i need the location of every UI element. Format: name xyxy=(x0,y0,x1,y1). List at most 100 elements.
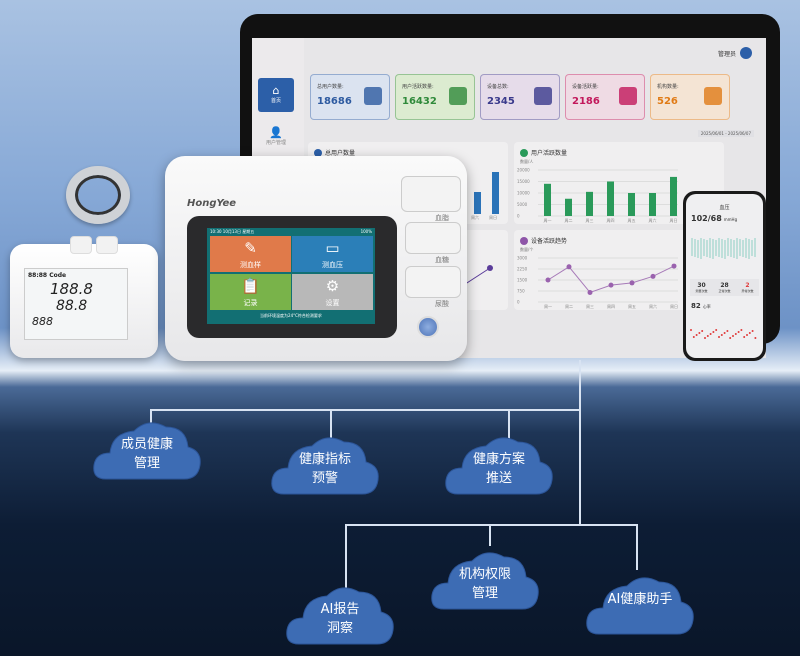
chart-mark xyxy=(732,335,734,337)
chart-mark xyxy=(715,329,718,331)
chart-mark xyxy=(743,336,746,338)
x-tick-label: 周三 xyxy=(586,303,594,309)
y-tick-label: 5000 xyxy=(517,202,528,207)
connector-line xyxy=(150,409,152,433)
x-tick-label: 周日 xyxy=(489,215,497,220)
active-users-bar-chart: 20000150001000050000周一周二周三周四周五周六周日 xyxy=(517,168,678,223)
feature-cloud: AI报告洞察 xyxy=(283,580,397,650)
bar xyxy=(670,176,677,216)
chart-mark xyxy=(718,336,720,338)
bar xyxy=(565,198,572,216)
power-button[interactable] xyxy=(417,316,439,338)
y-tick-label: 3000 xyxy=(517,256,528,261)
device-active-line-chart: 3000225015007500周一周二周三周四周五周六周日 xyxy=(517,256,678,309)
chart-mark xyxy=(737,331,740,333)
data-point xyxy=(566,264,572,270)
stat-card[interactable]: 总用户数量:18686 xyxy=(310,74,390,120)
bar xyxy=(474,192,481,214)
gear-icon: ⚙ xyxy=(325,277,340,295)
cloud-icon xyxy=(586,577,694,635)
x-tick-label: 周二 xyxy=(565,217,573,223)
chart-mark xyxy=(740,329,743,331)
x-tick-label: 周一 xyxy=(544,217,552,223)
data-point xyxy=(587,289,593,295)
chart-mark xyxy=(734,333,737,335)
y-tick-label: 2250 xyxy=(517,267,528,272)
chart-mark xyxy=(712,331,715,333)
lcd-display: 88:88 Code 188.8 88.8 888 xyxy=(24,268,128,340)
sidebar-item-home[interactable]: ⌂首页 xyxy=(258,78,294,112)
connector-line xyxy=(489,524,491,546)
connector-line xyxy=(508,409,510,439)
bar xyxy=(492,172,499,214)
battery-indicator: 100% xyxy=(360,229,372,234)
feature-cloud: 健康指标预警 xyxy=(268,430,382,500)
cloud-icon xyxy=(445,437,553,495)
admin-menu[interactable]: 管理员 xyxy=(718,47,752,59)
chart-mark xyxy=(709,333,712,335)
feature-cloud: 健康方案推送 xyxy=(442,430,556,500)
bar xyxy=(649,193,656,216)
bar xyxy=(544,183,551,216)
y-tick-label: 0 xyxy=(517,300,520,305)
stat-card[interactable]: 设备总数:2345 xyxy=(480,74,560,120)
sidebar-item-users[interactable]: 👤用户管理 xyxy=(258,120,294,154)
data-point xyxy=(608,282,614,288)
stat-icon xyxy=(704,87,722,105)
date-range-picker[interactable]: 2025/06/01 - 2025/06/07 xyxy=(697,130,754,137)
chart-mark xyxy=(706,335,709,337)
chart-mark xyxy=(690,329,692,331)
chart-mark xyxy=(748,332,751,334)
x-tick-label: 周六 xyxy=(649,303,657,309)
data-point xyxy=(650,273,656,279)
user-icon: 👤 xyxy=(269,126,283,139)
smart-ring xyxy=(66,166,130,224)
users-icon xyxy=(314,148,322,157)
cloud-icon xyxy=(271,437,379,495)
device-icon xyxy=(520,236,528,245)
chart-mark xyxy=(698,332,701,334)
chart-mark xyxy=(754,337,757,339)
cloud-icon xyxy=(431,552,539,610)
x-tick-label: 周二 xyxy=(565,303,573,309)
tile-records[interactable]: 📋记录 xyxy=(210,274,291,310)
stat-icon xyxy=(449,87,467,105)
tile-settings[interactable]: ⚙设置 xyxy=(292,274,373,310)
x-tick-label: 周四 xyxy=(607,217,615,223)
chart-mark xyxy=(729,337,732,339)
slot-blood-glucose[interactable] xyxy=(405,222,461,254)
y-tick-label: 15000 xyxy=(517,179,530,184)
tile-blood-pressure[interactable]: ▭测血压 xyxy=(292,236,373,272)
chart-mark xyxy=(720,334,723,336)
y-tick-label: 1500 xyxy=(517,278,528,283)
y-tick-label: 10000 xyxy=(517,191,530,196)
data-point xyxy=(545,277,551,283)
connector-line xyxy=(579,360,581,526)
home-icon: ⌂ xyxy=(272,84,280,97)
blood-pressure-monitor: 88:88 Code 188.8 88.8 888 xyxy=(10,236,158,358)
stat-icon xyxy=(534,87,552,105)
chart-mark xyxy=(692,336,695,338)
connector-line xyxy=(636,524,638,570)
feature-cloud: 成员健康管理 xyxy=(90,415,204,485)
slot-blood-lipid[interactable] xyxy=(401,176,461,212)
tile-blood-sample[interactable]: ✎测血样 xyxy=(210,236,291,272)
connector-line xyxy=(150,409,580,411)
stat-card[interactable]: 机构数量:526 xyxy=(650,74,730,120)
feature-cloud: 机构权限管理 xyxy=(428,545,542,615)
stat-card[interactable]: 用户活跃数量:16432 xyxy=(395,74,475,120)
connector-line xyxy=(345,524,347,590)
bar xyxy=(586,191,593,216)
series-line xyxy=(547,265,675,294)
slot-uric-acid[interactable] xyxy=(405,266,461,298)
x-tick-label: 周六 xyxy=(649,217,657,223)
bp-trend-chart xyxy=(691,238,756,259)
x-tick-label: 周一 xyxy=(544,303,552,309)
stat-card[interactable]: 设备活跃量:2186 xyxy=(565,74,645,120)
chart-mark xyxy=(746,334,748,336)
